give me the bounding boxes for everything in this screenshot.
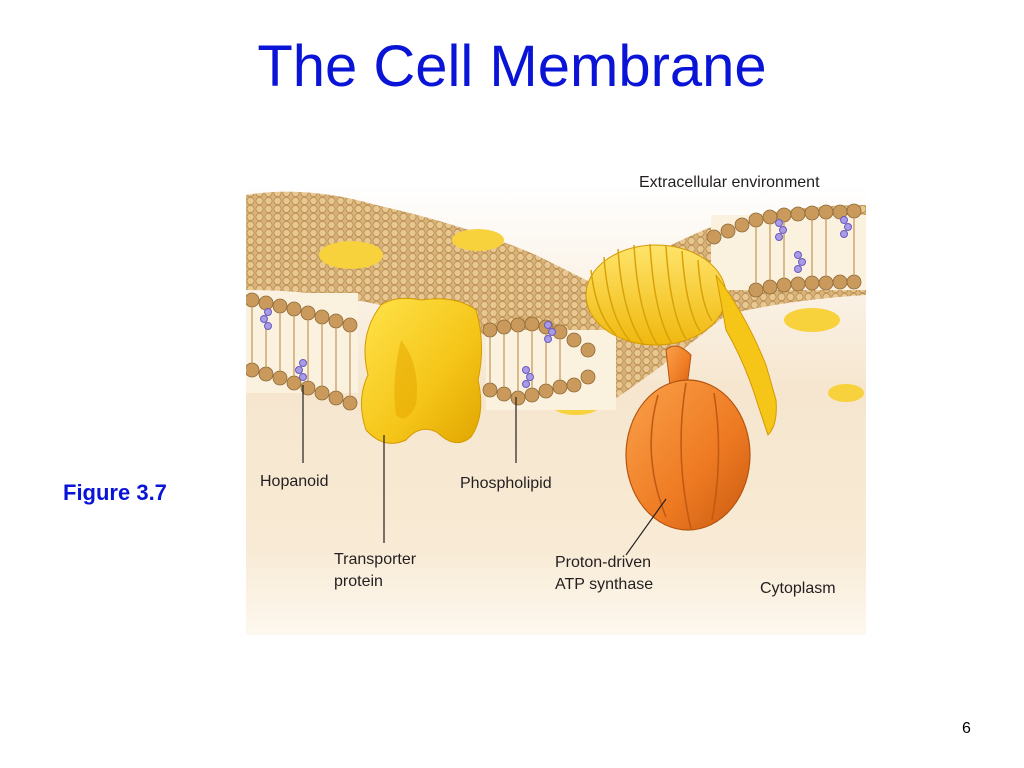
atp-synthase-head	[625, 345, 751, 531]
transporter-protein	[361, 297, 483, 444]
leader-lines	[302, 385, 667, 556]
atp-synthase-rotor	[585, 243, 777, 436]
surface-protein-patch	[784, 308, 840, 332]
atp-synthase-leader-line	[625, 498, 667, 556]
surface-protein-patch	[452, 229, 504, 251]
bilayer-middle	[482, 316, 616, 410]
hopanoid-molecule	[522, 321, 556, 388]
slide-title: The Cell Membrane	[257, 34, 767, 99]
label-extracellular: Extracellular environment	[639, 174, 820, 191]
cell-membrane-diagram: Extracellular environment Hopanoid Phosp…	[246, 165, 866, 635]
membrane-illustration: Extracellular environment Hopanoid Phosp…	[246, 174, 866, 635]
label-hopanoid: Hopanoid	[260, 473, 329, 490]
label-transporter-line1: Transporter	[334, 551, 417, 568]
label-cytoplasm: Cytoplasm	[760, 580, 836, 597]
bilayer-left	[246, 292, 358, 411]
label-atp-line2: ATP synthase	[555, 576, 653, 593]
surface-protein-patch	[319, 241, 383, 269]
hopanoid-molecule	[775, 216, 852, 273]
hopanoid-molecule	[260, 308, 307, 381]
label-phospholipid: Phospholipid	[460, 475, 552, 492]
page-number: 6	[962, 720, 971, 737]
label-transporter-line2: protein	[334, 573, 383, 590]
figure-caption: Figure 3.7	[63, 480, 167, 505]
bilayer-right	[706, 203, 866, 298]
surface-protein-patch	[828, 384, 864, 402]
label-atp-line1: Proton-driven	[555, 554, 651, 571]
